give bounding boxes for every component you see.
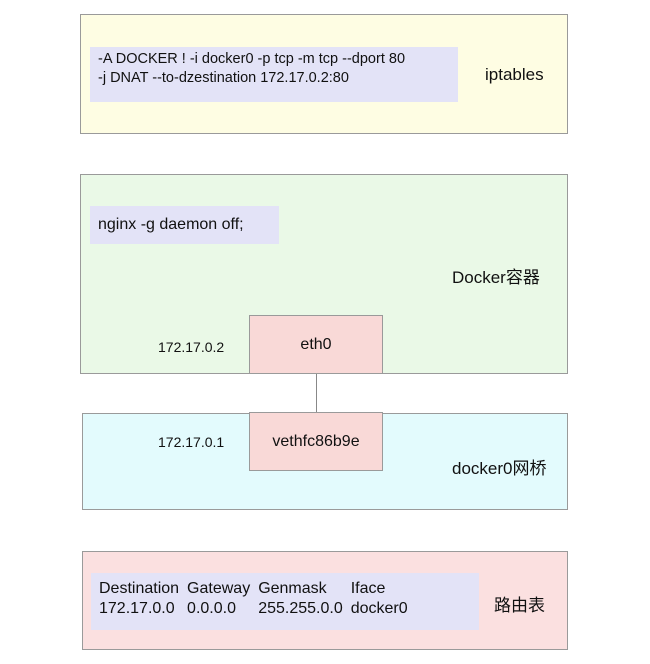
iptables-rule-line-2: -j DNAT --to-dzestination 172.17.0.2:80 — [98, 70, 349, 86]
eth0-ip: 172.17.0.2 — [158, 339, 225, 355]
container-command: nginx -g daemon off; — [90, 206, 279, 244]
table-row: 172.17.0.0 0.0.0.0 255.255.0.0 docker0 — [99, 599, 416, 619]
container-label: Docker容器 — [452, 268, 540, 287]
bridge-label: docker0网桥 — [452, 459, 547, 478]
route-table-grid: Destination Gateway Genmask Iface 172.17… — [99, 579, 416, 619]
eth0-interface: eth0 — [249, 315, 383, 374]
iptables-rule: -A DOCKER ! -i docker0 -p tcp -m tcp --d… — [90, 47, 458, 102]
veth-label: vethfc86b9e — [272, 432, 360, 450]
route-gateway: 0.0.0.0 — [187, 600, 236, 617]
route-header-genmask: Genmask — [258, 580, 327, 597]
route-table-box: Destination Gateway Genmask Iface 172.17… — [82, 551, 568, 650]
eth0-label: eth0 — [300, 335, 332, 353]
route-genmask: 255.255.0.0 — [258, 600, 343, 617]
container-command-text: nginx -g daemon off; — [98, 216, 244, 233]
veth-pair-link — [316, 373, 317, 413]
route-table-header: Destination Gateway Genmask Iface — [99, 579, 416, 599]
iptables-box: -A DOCKER ! -i docker0 -p tcp -m tcp --d… — [80, 14, 568, 134]
veth-interface: vethfc86b9e — [249, 412, 383, 471]
route-iface: docker0 — [350, 600, 408, 617]
route-header-iface: Iface — [350, 580, 386, 597]
route-header-gateway: Gateway — [187, 580, 251, 597]
route-header-destination: Destination — [99, 580, 180, 597]
route-table: Destination Gateway Genmask Iface 172.17… — [91, 573, 479, 630]
route-table-label: 路由表 — [494, 596, 545, 615]
veth-ip: 172.17.0.1 — [158, 434, 225, 450]
iptables-label: iptables — [485, 65, 544, 84]
iptables-rule-line-1: -A DOCKER ! -i docker0 -p tcp -m tcp --d… — [98, 51, 406, 67]
route-destination: 172.17.0.0 — [99, 600, 175, 617]
